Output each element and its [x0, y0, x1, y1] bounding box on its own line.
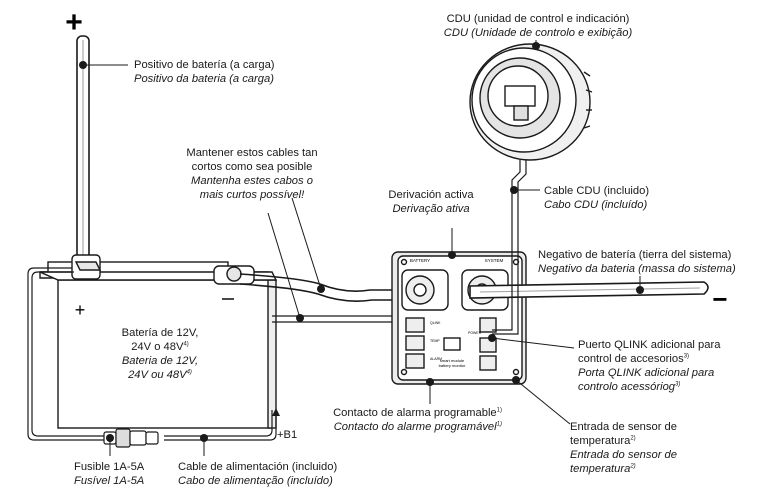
battery-plus-mark: + — [75, 300, 86, 320]
label-active-shunt-pt: Derivação ativa — [392, 203, 470, 215]
label-qlink-port: Puerto QLINK adicional para control de a… — [578, 338, 720, 394]
cdu-display — [469, 43, 593, 161]
label-battery-es-1: Batería de 12V, — [121, 327, 199, 339]
label-qlink-pt-note: 3) — [675, 381, 681, 388]
label-short-cables: Mantener estos cables tan cortos como se… — [172, 146, 332, 202]
label-temp-es-1: Entrada de sensor de — [570, 421, 677, 433]
label-short-cables-pt-1: Mantenha estes cabos o — [191, 175, 313, 187]
label-battery-positive-es: Positivo de batería (a carga) — [134, 59, 275, 71]
label-temp-pt-note: 2) — [630, 463, 636, 470]
label-fuse-pt: Fusível 1A-5A — [74, 475, 145, 487]
label-cdu: CDU (unidad de control e indicación) CDU… — [438, 12, 638, 40]
label-power-cable-es: Cable de alimentación (incluido) — [178, 461, 338, 473]
shunt-logo-line2: battery monitor — [439, 363, 466, 368]
label-fuse: Fusible 1A-5A Fusível 1A-5A — [74, 460, 144, 488]
label-temp-es-note: 2) — [630, 435, 636, 442]
negative-cable — [239, 273, 402, 302]
label-battery-es-2: 24V o 48V — [131, 341, 184, 353]
label-battery-positive-pt: Positivo da bateria (a carga) — [134, 73, 274, 85]
label-battery-positive: Positivo de batería (a carga) Positivo d… — [134, 58, 275, 86]
port-label-power: POWER — [468, 331, 482, 335]
label-battery-es-note: 4) — [183, 341, 189, 348]
label-battery-pt-2: 24V ou 48V — [128, 369, 187, 381]
label-alarm-pt-note: 1) — [496, 421, 502, 428]
label-alarm-es-note: 1) — [496, 407, 502, 414]
label-temp-sensor: Entrada de sensor de temperatura2) Entra… — [570, 420, 677, 476]
label-short-cables-pt-2: mais curtos possível! — [199, 189, 305, 201]
fuse — [103, 428, 159, 448]
label-temp-pt-2: temperatura — [570, 463, 631, 475]
label-active-shunt: Derivación activa Derivação ativa — [370, 188, 492, 216]
system-negative-cable — [469, 281, 709, 299]
label-qlink-es-note: 3) — [683, 353, 690, 360]
label-short-cables-es-2: cortos como sea posible — [191, 161, 313, 173]
label-alarm-es: Contacto de alarma programable — [333, 407, 497, 419]
label-power-cable: Cable de alimentación (incluido) Cabo de… — [178, 460, 337, 488]
label-b1: +B1 — [277, 428, 297, 442]
label-cdu-cable-es: Cable CDU (incluido) — [544, 185, 650, 197]
positive-symbol: + — [65, 6, 83, 39]
label-b1-text: +B1 — [277, 429, 298, 441]
label-fuse-es: Fusible 1A-5A — [74, 461, 145, 473]
label-short-cables-es-1: Mantener estos cables tan — [186, 147, 318, 159]
label-cdu-cable: Cable CDU (incluido) Cabo CDU (incluído) — [544, 184, 649, 212]
label-cdu-es: CDU (unidad de control e indicación) — [446, 13, 630, 25]
label-qlink-pt-2: controlo acessóriog — [578, 381, 676, 393]
label-battery-pt-note: 4) — [186, 369, 192, 376]
shunt-label-system: SYSTEM — [485, 258, 504, 263]
label-qlink-es-1: Puerto QLINK adicional para — [578, 339, 721, 351]
negative-symbol: − — [712, 284, 727, 314]
label-temp-es-2: temperatura — [570, 435, 631, 447]
port-label-temp: TEMP — [430, 339, 440, 343]
shunt-label-battery: BATTERY — [410, 258, 430, 263]
label-alarm-contact: Contacto de alarma programable1) Contact… — [300, 406, 502, 434]
label-qlink-es-2: control de accesorios — [578, 353, 684, 365]
battery — [39, 254, 278, 429]
label-battery-negative-es: Negativo de batería (tierra del sistema) — [538, 249, 732, 261]
label-qlink-pt-1: Porta QLINK adicional para — [578, 367, 715, 379]
label-battery-negative-pt: Negativo da bateria (massa do sistema) — [538, 263, 736, 275]
label-battery: Batería de 12V, 24V o 48V4) Bateria de 1… — [90, 326, 230, 382]
shunt-logo-line1: smart module — [440, 358, 465, 363]
label-alarm-pt: Contacto do alarme programável — [333, 421, 497, 433]
power-wire — [27, 267, 277, 441]
label-temp-pt-1: Entrada do sensor de — [570, 449, 677, 461]
label-cdu-cable-pt: Cabo CDU (incluído) — [544, 199, 648, 211]
port-label-qlink: QLINK — [430, 321, 441, 325]
label-power-cable-pt: Cabo de alimentação (incluído) — [178, 475, 333, 487]
label-active-shunt-es: Derivación activa — [388, 189, 474, 201]
label-battery-negative: Negativo de batería (tierra del sistema)… — [538, 248, 763, 276]
label-cdu-pt: CDU (Unidade de controlo e exibição) — [443, 27, 633, 39]
positive-cable — [76, 35, 90, 265]
label-battery-pt-1: Bateria de 12V, — [121, 355, 199, 367]
port-label-alarm: ALARM — [430, 357, 442, 361]
